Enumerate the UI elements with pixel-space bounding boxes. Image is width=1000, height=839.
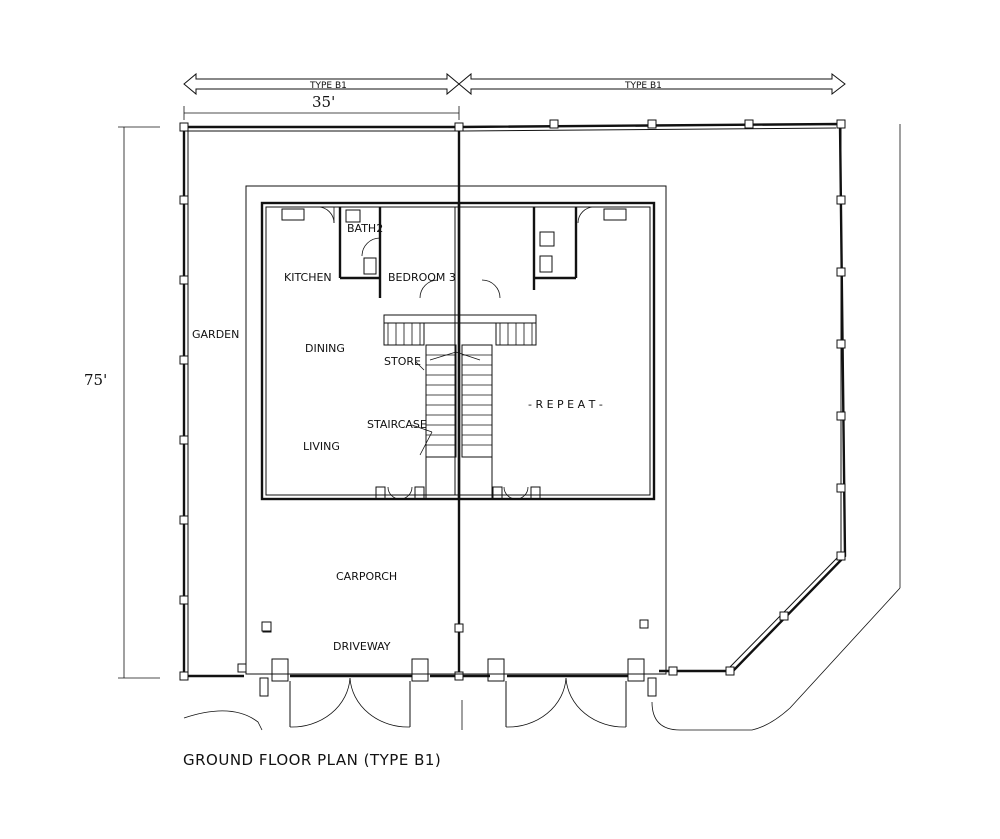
lot-depth-dimension: 75' [84, 126, 160, 679]
carporch-gates [259, 621, 657, 728]
dimension-arrow-right [458, 72, 846, 96]
room-label-bath: BATH2 [347, 222, 383, 235]
room-label-kitchen: KITCHEN [284, 271, 332, 284]
room-label-carporch: CARPORCH [336, 570, 397, 583]
roof-outline [245, 185, 667, 675]
room-label-staircase: STAIRCASE [367, 418, 427, 431]
type-label-right: TYPE B1 [624, 81, 662, 91]
room-label-repeat: - R E P E A T - [528, 398, 603, 411]
room-label-bedroom: BEDROOM 3 [388, 271, 456, 284]
drawing-title: GROUND FLOOR PLAN (TYPE B1) [183, 751, 441, 769]
lot-width-label: 35' [312, 93, 335, 111]
room-label-living: LIVING [303, 440, 340, 453]
staircase [383, 314, 537, 499]
lot-width-dimension: 35' [183, 93, 460, 120]
room-label-store: STORE [384, 355, 421, 368]
right-unit-interior [481, 206, 627, 500]
left-unit-interior [281, 206, 439, 500]
type-dimension-arrows: TYPE B1 TYPE B1 [183, 72, 846, 96]
room-label-dining: DINING [305, 342, 345, 355]
room-label-garden: GARDEN [192, 328, 239, 341]
road-curb [183, 124, 901, 731]
room-labels: GARDEN KITCHEN BATH2 BEDROOM 3 DINING ST… [192, 222, 603, 653]
lot-depth-label: 75' [84, 371, 107, 389]
type-label-left: TYPE B1 [309, 81, 347, 91]
house-walls [260, 201, 656, 501]
room-label-driveway: DRIVEWAY [333, 640, 391, 653]
